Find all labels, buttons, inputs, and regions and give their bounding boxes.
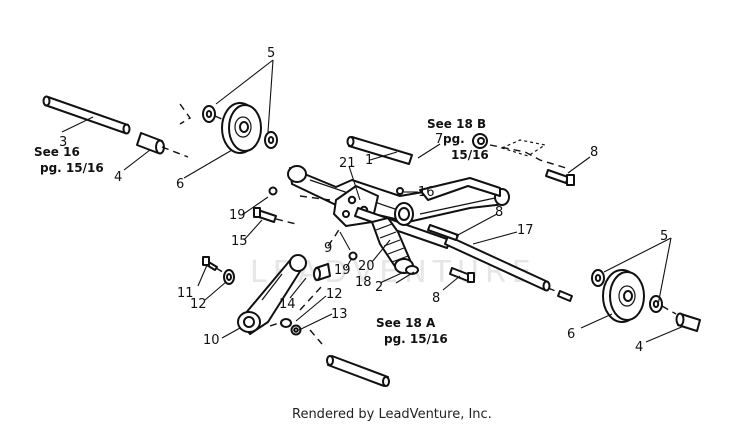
washer-right-b <box>649 295 663 313</box>
upper-rod <box>346 136 413 165</box>
nut-19-lower <box>348 251 358 261</box>
ref-see-16-line1: See 16 <box>34 145 80 159</box>
ref-see-18a-line1: See 18 A <box>376 316 436 330</box>
bolt-center-b <box>449 267 475 283</box>
callout-8-center: 8 <box>495 205 503 220</box>
assembly-line <box>489 144 567 169</box>
callout-5-right: 5 <box>660 229 668 244</box>
sleeve-upper <box>500 139 547 157</box>
nut-19-upper <box>268 186 278 196</box>
ref-see-18a: See 18 A pg. 15/16 <box>376 316 448 346</box>
callout-8-upper: 8 <box>590 145 598 160</box>
assembly-line <box>309 329 323 345</box>
callout-1: 1 <box>365 153 373 168</box>
callout-6-left: 6 <box>176 177 184 192</box>
callout-4-left: 4 <box>114 170 122 185</box>
assembly-line <box>299 195 331 201</box>
idler-wheel-right <box>602 269 645 323</box>
washer-12-left <box>223 269 235 285</box>
footer-credit: Rendered by LeadVenture, Inc. <box>292 407 492 422</box>
callout-5-left: 5 <box>267 46 275 61</box>
swing-arm-upper <box>287 165 510 223</box>
callout-15: 15 <box>231 234 248 249</box>
nut-13 <box>290 324 302 336</box>
callout-7: 7 <box>435 132 443 147</box>
callout-12-right: 12 <box>326 287 343 302</box>
ref-see-18b: See 18 B pg. 15/16 <box>427 117 489 162</box>
leader-lines <box>61 59 685 343</box>
bolt-upper-right <box>545 169 575 186</box>
callout-17: 17 <box>517 223 534 238</box>
callout-3: 3 <box>59 135 67 150</box>
bolt-11 <box>202 256 218 271</box>
cross-shaft <box>354 202 451 249</box>
spring-cap <box>405 265 419 275</box>
assembly-line <box>327 227 341 247</box>
callout-12-left: 12 <box>190 297 207 312</box>
ref-see-18a-line2: pg. 15/16 <box>384 332 448 346</box>
ref-see-16: See 16 pg. 15/16 <box>34 145 104 175</box>
callout-4-right: 4 <box>635 340 643 355</box>
assembly-line <box>299 285 323 311</box>
callout-11: 11 <box>177 286 194 301</box>
assembly-line <box>661 305 677 315</box>
idler-wheel-left <box>221 102 262 154</box>
assembly-line <box>269 321 283 327</box>
spacer-left <box>136 132 165 155</box>
callout-6-right: 6 <box>567 327 575 342</box>
nut-16 <box>396 187 404 195</box>
callout-19-lower: 19 <box>334 263 351 278</box>
washer-left-a <box>202 105 216 123</box>
ref-see-18b-line2: pg. <box>443 132 465 146</box>
callout-20: 20 <box>358 259 375 274</box>
callouts: 5 3 4 6 1 7 8 21 16 8 17 19 15 9 19 20 1… <box>59 46 668 355</box>
lower-rod <box>326 355 390 387</box>
ref-see-16-line2: pg. 15/16 <box>40 161 104 175</box>
bolt-center-a <box>427 224 459 241</box>
callout-2: 2 <box>375 280 383 295</box>
callout-16: 16 <box>418 185 435 200</box>
washer-left-b <box>264 131 278 149</box>
callout-10: 10 <box>203 333 220 348</box>
callout-19-upper: 19 <box>229 208 246 223</box>
assembly-line <box>179 103 192 125</box>
callout-8-lower: 8 <box>432 291 440 306</box>
assembly-line <box>215 267 227 275</box>
ref-see-18b-line1: See 18 B <box>427 117 486 131</box>
bolt-15 <box>253 207 277 223</box>
washer-right-a <box>591 269 605 287</box>
axle-rod-left <box>42 95 131 135</box>
assembly-line <box>161 146 189 158</box>
callout-18: 18 <box>355 275 372 290</box>
callout-13: 13 <box>331 307 348 322</box>
callout-21: 21 <box>339 156 356 171</box>
washer-12-right <box>280 318 292 328</box>
nut-upper <box>472 133 488 149</box>
assembly-line <box>214 115 225 121</box>
ref-see-18b-line3: 15/16 <box>451 148 489 162</box>
link-arm <box>237 254 307 335</box>
callout-9: 9 <box>324 241 332 256</box>
assembly-line <box>275 218 297 225</box>
swing-arm-rear-link <box>419 177 501 201</box>
callout-14: 14 <box>279 297 296 312</box>
spacer-right <box>675 312 701 332</box>
bushing-14 <box>313 263 331 281</box>
small-pin-right <box>557 290 573 302</box>
